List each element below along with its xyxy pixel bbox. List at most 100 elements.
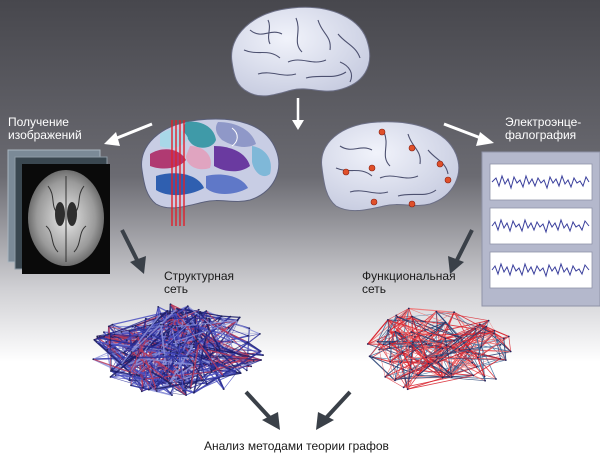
network-node bbox=[366, 343, 369, 345]
network-node bbox=[260, 359, 262, 361]
network-node bbox=[166, 348, 168, 351]
network-edge bbox=[369, 355, 396, 381]
network-node bbox=[245, 369, 248, 372]
network-edge bbox=[155, 310, 207, 390]
network-edge bbox=[186, 334, 190, 349]
network-edge bbox=[425, 338, 446, 358]
network-node bbox=[206, 349, 209, 351]
network-node bbox=[208, 328, 210, 331]
network-edge bbox=[431, 332, 495, 336]
network-node bbox=[414, 336, 416, 338]
network-node bbox=[170, 317, 173, 320]
network-node bbox=[105, 341, 108, 343]
network-node bbox=[229, 368, 232, 370]
network-node bbox=[499, 344, 502, 346]
network-edge bbox=[367, 331, 396, 345]
network-node bbox=[192, 346, 195, 349]
network-edge bbox=[412, 342, 477, 368]
network-node bbox=[151, 371, 154, 373]
network-edge bbox=[174, 311, 201, 333]
network-node bbox=[209, 368, 212, 370]
network-node bbox=[262, 354, 264, 356]
network-node bbox=[166, 380, 168, 382]
network-edge bbox=[151, 371, 172, 385]
network-node bbox=[147, 334, 150, 336]
network-edge bbox=[418, 337, 462, 376]
network-node bbox=[507, 335, 510, 338]
network-edge bbox=[451, 330, 495, 378]
network-edge bbox=[503, 338, 507, 361]
network-node bbox=[214, 367, 217, 370]
network-node bbox=[184, 307, 187, 310]
network-edge bbox=[437, 325, 487, 363]
arrow-to-structural bbox=[120, 229, 146, 274]
network-node bbox=[425, 356, 428, 359]
network-node bbox=[407, 307, 410, 310]
network-node bbox=[480, 345, 483, 348]
network-edge bbox=[414, 336, 427, 358]
label-imaging-line2: изображений bbox=[8, 128, 82, 142]
network-edge bbox=[394, 340, 455, 381]
network-node bbox=[204, 339, 207, 341]
network-node bbox=[259, 350, 262, 353]
network-edge bbox=[437, 361, 444, 378]
network-edge bbox=[407, 338, 446, 390]
network-node bbox=[186, 305, 189, 308]
network-node bbox=[435, 310, 438, 313]
network-edge bbox=[194, 317, 197, 341]
network-node bbox=[437, 361, 440, 363]
network-node bbox=[93, 338, 96, 341]
network-node bbox=[453, 311, 455, 314]
network-node bbox=[200, 337, 203, 339]
network-node bbox=[187, 355, 190, 358]
network-edge bbox=[508, 336, 512, 352]
network-edge bbox=[190, 359, 262, 389]
network-edge bbox=[426, 330, 495, 358]
label-structural-line2: сеть bbox=[164, 282, 189, 296]
network-edge bbox=[129, 334, 149, 373]
network-edge bbox=[493, 333, 507, 361]
network-edge bbox=[206, 318, 224, 377]
network-edge bbox=[426, 344, 501, 358]
label-functional-line2: сеть bbox=[362, 282, 387, 296]
network-node bbox=[206, 383, 208, 385]
network-node bbox=[239, 372, 242, 374]
network-node bbox=[175, 311, 178, 314]
network-edge bbox=[407, 343, 427, 390]
network-edge bbox=[442, 322, 446, 349]
network-node bbox=[475, 365, 478, 368]
network-edge bbox=[187, 305, 233, 343]
network-node bbox=[138, 375, 141, 377]
network-node bbox=[195, 339, 197, 342]
network-node bbox=[143, 378, 146, 381]
network-edge bbox=[112, 324, 184, 353]
eeg-trace-1 bbox=[491, 174, 590, 190]
network-edge bbox=[473, 375, 486, 382]
network-edge bbox=[389, 351, 403, 363]
network-node bbox=[417, 374, 420, 377]
network-node bbox=[194, 316, 197, 319]
network-edge bbox=[479, 324, 485, 377]
network-node bbox=[389, 360, 392, 363]
network-node bbox=[233, 359, 236, 362]
network-edge bbox=[438, 349, 471, 363]
network-edge bbox=[170, 392, 187, 396]
network-edge bbox=[111, 369, 140, 377]
network-node bbox=[376, 340, 379, 343]
network-node bbox=[458, 348, 461, 351]
network-node bbox=[499, 357, 502, 360]
network-edge bbox=[135, 325, 216, 369]
network-node bbox=[171, 394, 173, 396]
network-node bbox=[441, 376, 444, 379]
network-node bbox=[472, 374, 475, 377]
segmented-brain-illustration bbox=[141, 118, 280, 226]
network-node bbox=[106, 348, 109, 351]
network-edge bbox=[173, 319, 238, 343]
network-edge bbox=[425, 357, 453, 378]
network-node bbox=[495, 378, 497, 380]
label-eeg-line2: фалография bbox=[505, 128, 577, 142]
network-node bbox=[471, 361, 473, 364]
network-node bbox=[441, 347, 444, 350]
network-edge bbox=[477, 357, 486, 377]
network-node bbox=[435, 355, 438, 358]
